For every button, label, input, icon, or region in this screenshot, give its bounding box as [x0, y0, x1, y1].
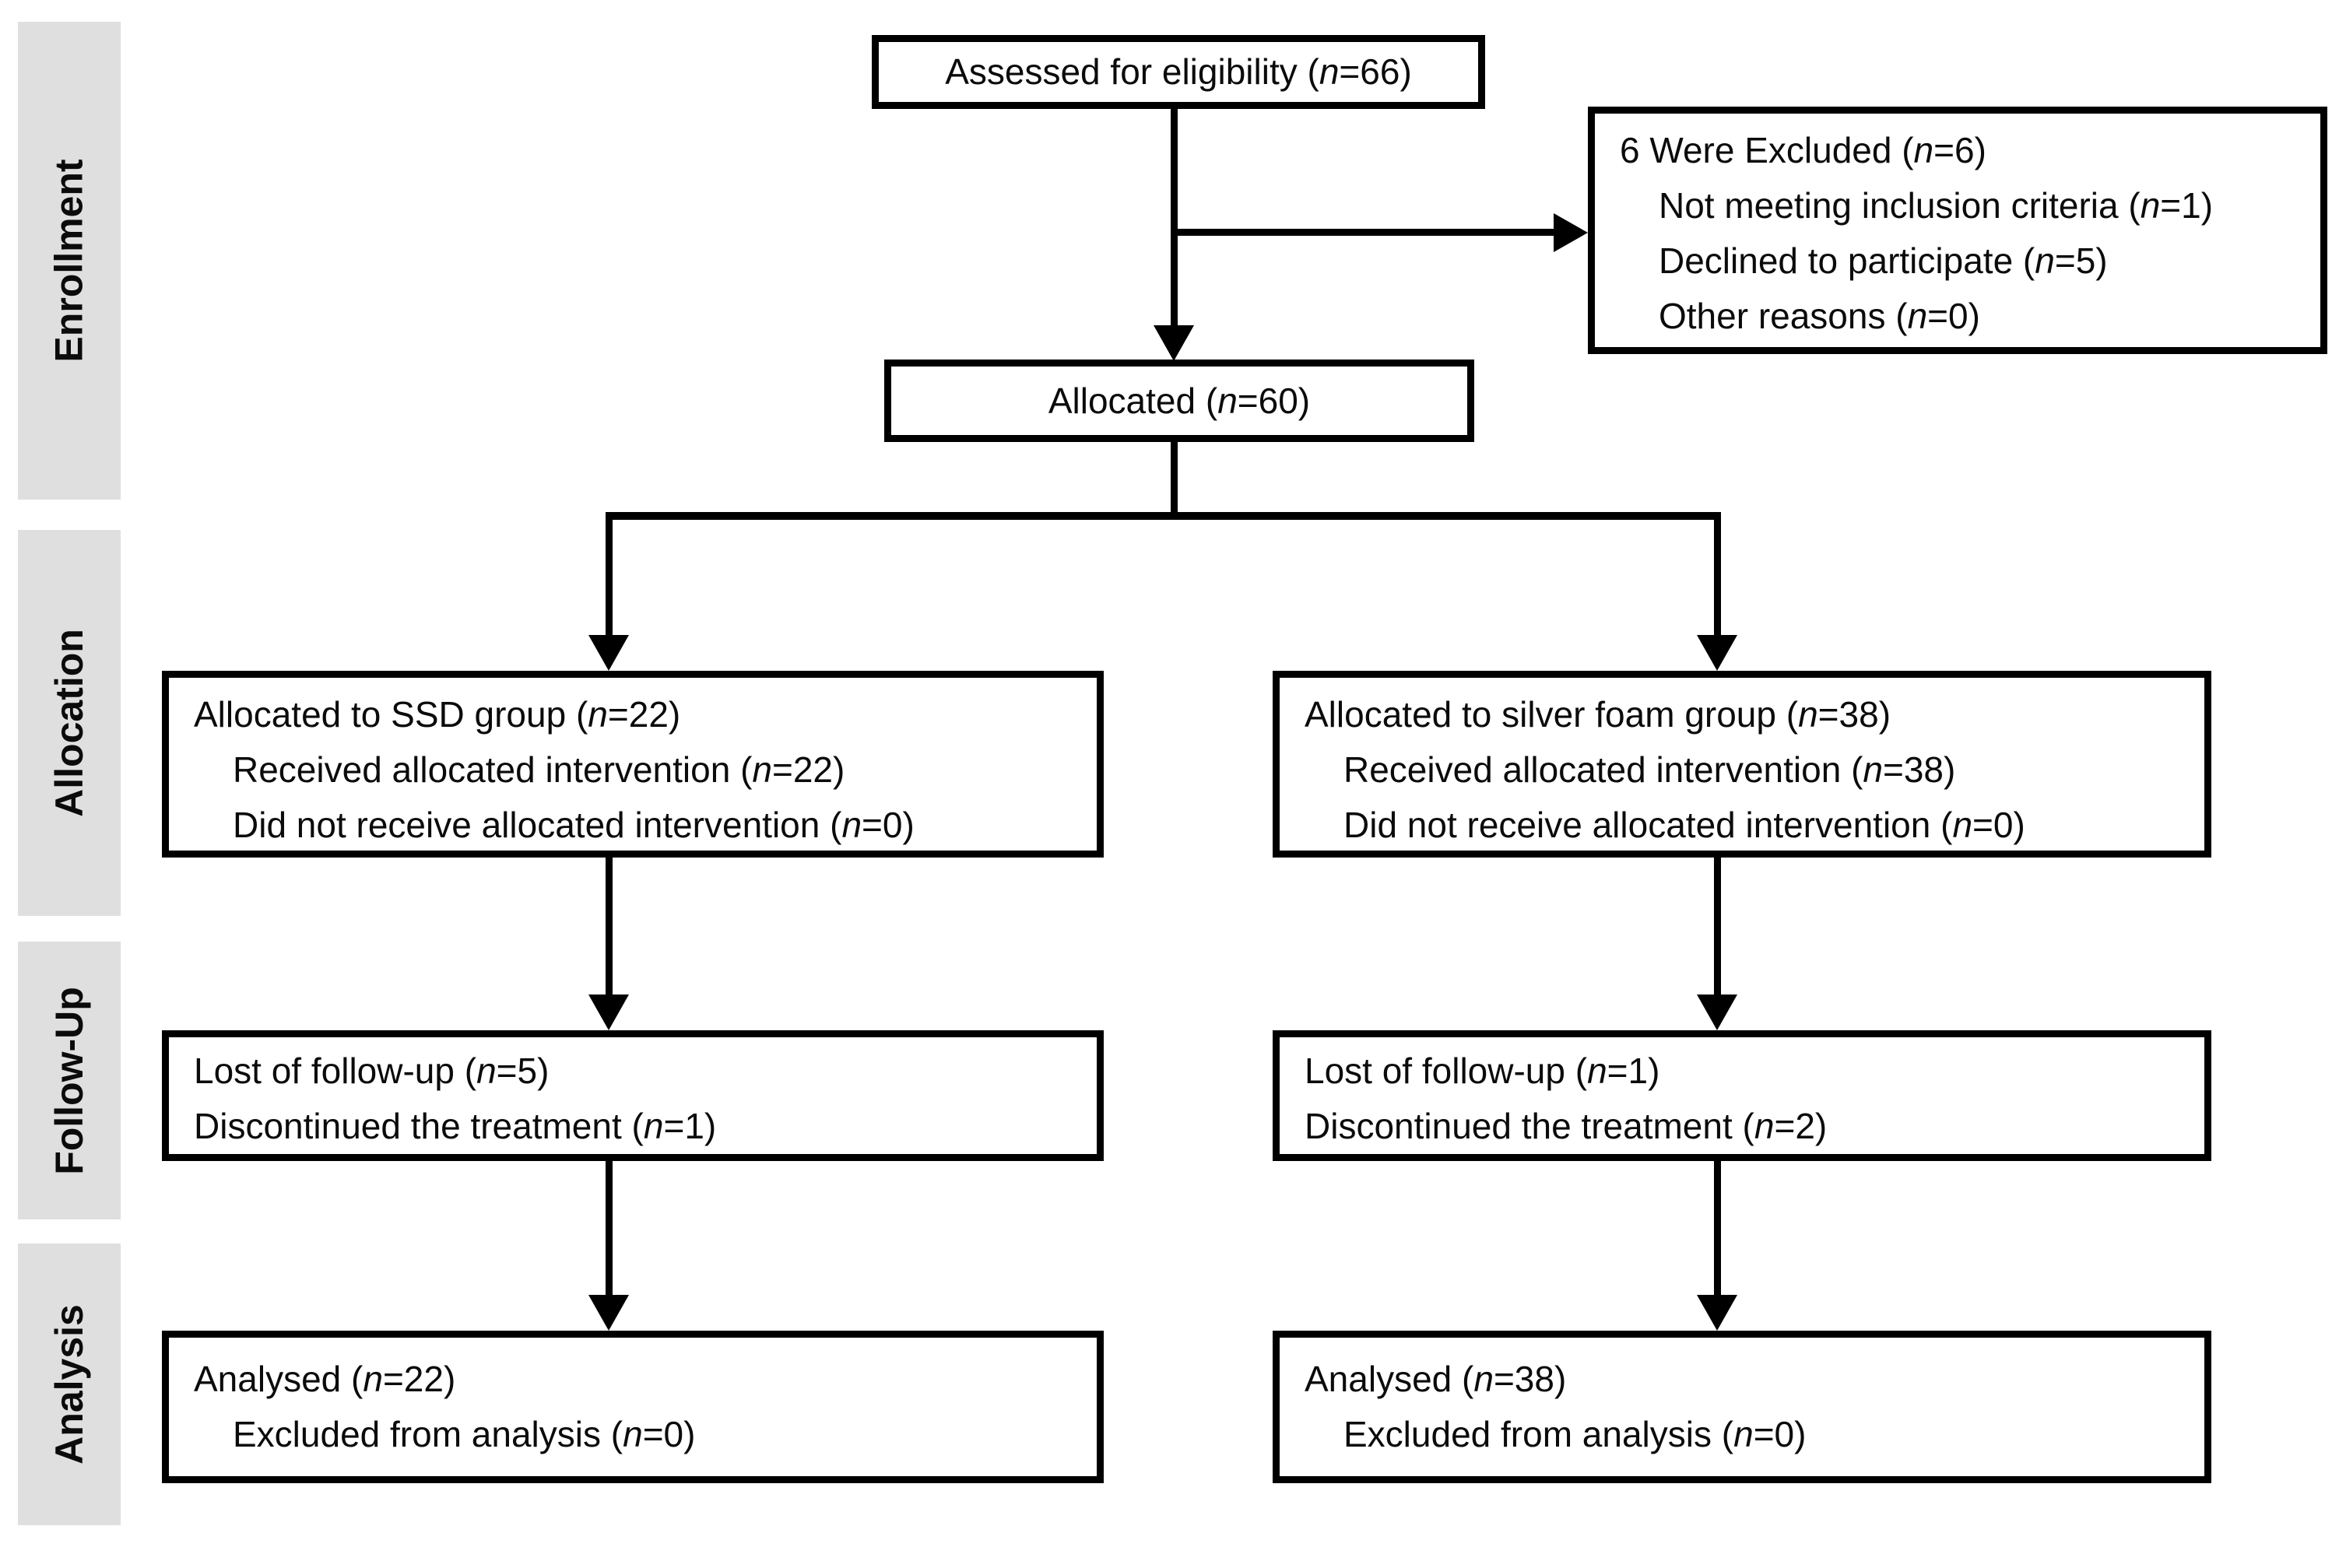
ssd-allocated-title: Allocated to SSD group (n=22)	[194, 694, 681, 735]
silverfoam-allocated-title: Allocated to silver foam group (n=38)	[1305, 694, 1891, 735]
connector-silverfoam-to-followup	[1714, 858, 1721, 994]
silverfoam-received-intervention: Received allocated intervention (n=38)	[1343, 749, 1956, 790]
arrowhead-to-analysis-right	[1697, 1295, 1737, 1331]
connector-allocated-to-split	[1171, 442, 1178, 516]
stage-label-followup: Follow-Up	[47, 986, 92, 1175]
assessed-text: Assessed for eligibility (n=66)	[945, 51, 1412, 92]
ssd-excluded-analysis: Excluded from analysis (n=0)	[233, 1414, 696, 1454]
stage-band-enrollment: Enrollment	[18, 22, 121, 500]
arrowhead-to-allocated	[1154, 325, 1194, 361]
box-assessed-eligibility: Assessed for eligibility (n=66)	[872, 35, 1485, 109]
arrowhead-to-ssd-group	[588, 635, 629, 671]
connector-assessed-to-allocated	[1171, 109, 1178, 325]
box-analysis-silverfoam: Analysed (n=38) Excluded from analysis (…	[1273, 1331, 2211, 1483]
box-excluded: 6 Were Excluded (n=6) Not meeting inclus…	[1588, 107, 2327, 354]
connector-followup-to-analysis-right	[1714, 1161, 1721, 1295]
ssd-received-intervention: Received allocated intervention (n=22)	[233, 749, 845, 790]
excluded-title: 6 Were Excluded (n=6)	[1620, 130, 1986, 170]
arrowhead-to-followup-left	[588, 994, 629, 1030]
stage-band-followup: Follow-Up	[18, 942, 121, 1219]
arrowhead-to-silverfoam-group	[1697, 635, 1737, 671]
excluded-reason-declined: Declined to participate (n=5)	[1659, 240, 2108, 281]
stage-label-enrollment: Enrollment	[47, 159, 92, 363]
stage-band-analysis: Analysis	[18, 1244, 121, 1525]
box-followup-silverfoam: Lost of follow-up (n=1) Discontinued the…	[1273, 1030, 2211, 1161]
box-allocation-silverfoam: Allocated to silver foam group (n=38) Re…	[1273, 671, 2211, 858]
silverfoam-not-received-intervention: Did not receive allocated intervention (…	[1343, 805, 2025, 845]
excluded-reason-other: Other reasons (n=0)	[1659, 296, 1980, 336]
connector-split-to-silverfoam	[1714, 512, 1721, 635]
arrowhead-to-excluded	[1554, 213, 1588, 252]
ssd-not-received-intervention: Did not receive allocated intervention (…	[233, 805, 915, 845]
box-allocation-ssd: Allocated to SSD group (n=22) Received a…	[162, 671, 1104, 858]
box-allocated: Allocated (n=60)	[884, 360, 1474, 442]
stage-band-allocation: Allocation	[18, 530, 121, 916]
excluded-reason-inclusion: Not meeting inclusion criteria (n=1)	[1659, 185, 2214, 226]
ssd-discontinued: Discontinued the treatment (n=1)	[194, 1106, 717, 1146]
silverfoam-excluded-analysis: Excluded from analysis (n=0)	[1343, 1414, 1807, 1454]
box-analysis-ssd: Analysed (n=22) Excluded from analysis (…	[162, 1331, 1104, 1483]
silverfoam-discontinued: Discontinued the treatment (n=2)	[1305, 1106, 1828, 1146]
arrowhead-to-followup-right	[1697, 994, 1737, 1030]
arrowhead-to-analysis-left	[588, 1295, 629, 1331]
connector-ssd-to-followup	[606, 858, 613, 994]
silverfoam-lost-followup: Lost of follow-up (n=1)	[1305, 1051, 1660, 1091]
connector-to-excluded	[1174, 229, 1555, 236]
connector-split-horizontal	[606, 512, 1721, 520]
silverfoam-analysed: Analysed (n=38)	[1305, 1359, 1567, 1399]
allocated-text: Allocated (n=60)	[1048, 380, 1311, 421]
stage-label-allocation: Allocation	[47, 629, 91, 817]
connector-split-to-ssd	[606, 512, 613, 635]
box-followup-ssd: Lost of follow-up (n=5) Discontinued the…	[162, 1030, 1104, 1161]
ssd-analysed: Analysed (n=22)	[194, 1359, 456, 1399]
stage-label-analysis: Analysis	[47, 1304, 92, 1465]
connector-followup-to-analysis-left	[606, 1161, 613, 1295]
ssd-lost-followup: Lost of follow-up (n=5)	[194, 1051, 550, 1091]
